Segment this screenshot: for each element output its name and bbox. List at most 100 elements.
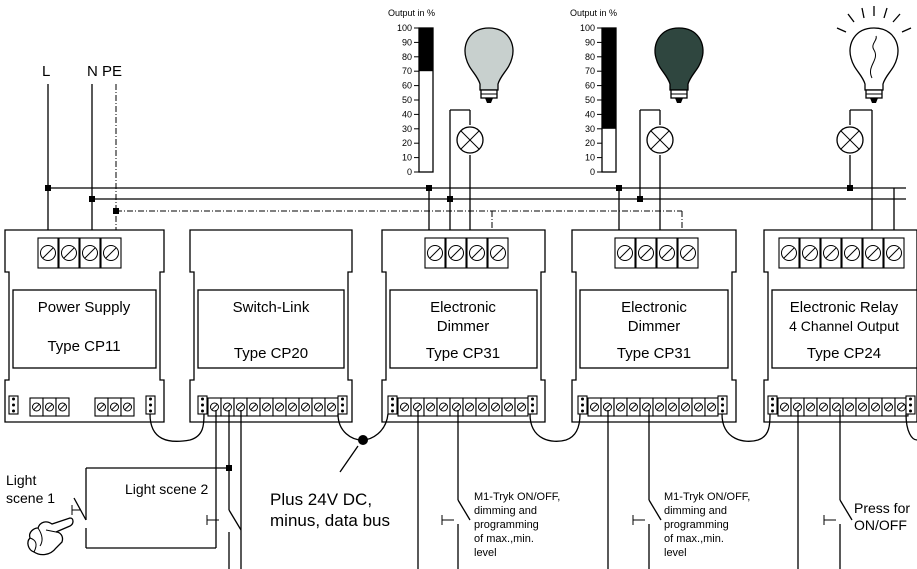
lamp-symbol-icon: [836, 126, 864, 154]
bus-pin: [531, 409, 534, 413]
bus-pin: [149, 397, 152, 401]
terminal-screw-slot: [263, 403, 270, 411]
gauge-title: Output in %: [388, 8, 435, 18]
terminal-screw-slot: [450, 247, 462, 259]
module-relay: Electronic Relay 4 Channel Output Type C…: [763, 229, 917, 423]
gauge-tick-label: 50: [402, 95, 412, 105]
dimmer2-switch-line1: M1-Tryk ON/OFF,: [664, 491, 750, 503]
bus-pin: [721, 397, 724, 401]
bus-pin: [341, 409, 344, 413]
terminal-screw-slot: [783, 247, 795, 259]
gauge-fill: [602, 28, 616, 129]
relay-switch-wiring: [797, 410, 853, 569]
gauge-tick-label: 0: [407, 167, 412, 177]
terminal-screw-slot: [682, 403, 689, 411]
terminal-screw-slot: [224, 403, 231, 411]
gauge-tick-label: 30: [402, 124, 412, 134]
bus-pin: [581, 403, 584, 407]
terminal-screw-slot: [440, 403, 447, 411]
gauge-tick-label: 90: [585, 37, 595, 47]
terminal-screw-slot: [429, 247, 441, 259]
terminal-screw-slot: [453, 403, 460, 411]
dimmer1-switch-line3: programming: [474, 519, 539, 531]
terminal-screw-slot: [669, 403, 676, 411]
bus-pin: [12, 403, 15, 407]
terminal-blocks: [8, 237, 916, 417]
bus-pin: [201, 409, 204, 413]
bus-pin: [391, 409, 394, 413]
data-bus-cable: [149, 413, 917, 473]
bus-pin: [771, 403, 774, 407]
gauge-tick-label: 40: [585, 109, 595, 119]
terminal-screw-slot: [276, 403, 283, 411]
terminal-screw-slot: [781, 403, 788, 411]
bus-pin: [771, 409, 774, 413]
terminal-screw-slot: [63, 247, 75, 259]
terminal-screw-slot: [211, 403, 218, 411]
gauge-tick-label: 10: [402, 153, 412, 163]
bus-label-line1: Plus 24V DC,: [270, 490, 372, 509]
module-type: Type CP24: [807, 345, 881, 362]
relay-switch-line1: Press for: [854, 500, 910, 516]
lamp-symbol-icon: [646, 126, 674, 154]
module-type: Type CP20: [234, 345, 308, 362]
terminal-screw-slot: [846, 247, 858, 259]
module-name-line1: Electronic: [430, 299, 496, 316]
pointing-hand-icon: [27, 517, 74, 556]
module-type: Type CP31: [617, 345, 691, 362]
earth-bus: [115, 84, 682, 230]
bus-pin: [531, 403, 534, 407]
terminal-screw-slot: [302, 403, 309, 411]
dimmer2-switch-line4: of max.,min.: [664, 533, 724, 545]
terminal-screw-slot: [111, 403, 118, 411]
terminal-screw-slot: [466, 403, 473, 411]
module-power-supply: Power Supply Type CP11: [4, 229, 165, 423]
switch-contact-icon: [206, 509, 242, 548]
terminal-screw-slot: [888, 247, 900, 259]
bus-pin: [909, 397, 912, 401]
terminal-screw-slot: [84, 247, 96, 259]
lamp-symbol-icon: [456, 126, 484, 154]
terminal-screw-slot: [695, 403, 702, 411]
terminal-screw-slot: [656, 403, 663, 411]
phase-bus: [47, 84, 906, 230]
terminal-screw-slot: [867, 247, 879, 259]
module-name-line2: Dimmer: [628, 318, 681, 335]
bus-pin: [721, 403, 724, 407]
terminal-screw-slot: [604, 403, 611, 411]
bus-pin: [201, 397, 204, 401]
gauge-tick-label: 60: [585, 81, 595, 91]
label-l: L: [42, 63, 50, 80]
terminal-screw-slot: [98, 403, 105, 411]
module-name-line1: Electronic: [621, 299, 687, 316]
gauge-tick-label: 60: [402, 81, 412, 91]
terminal-screw-slot: [492, 403, 499, 411]
gauge-tick-label: 90: [402, 37, 412, 47]
terminal-screw-slot: [885, 403, 892, 411]
terminal-screw-slot: [315, 403, 322, 411]
gauge-tick-label: 80: [402, 52, 412, 62]
terminal-screw-slot: [898, 403, 905, 411]
terminal-screw-slot: [661, 247, 673, 259]
terminal-screw-slot: [617, 403, 624, 411]
gauge-tick-label: 80: [585, 52, 595, 62]
terminal-screw-slot: [414, 403, 421, 411]
bus-pin: [771, 397, 774, 401]
terminal-screw-slot: [825, 247, 837, 259]
terminal-screw-slot: [591, 403, 598, 411]
output-gauge-1: Output in %: [388, 8, 435, 173]
bus-pin: [391, 403, 394, 407]
terminal-screw-slot: [105, 247, 117, 259]
bus-label-line2: minus, data bus: [270, 511, 390, 530]
bus-pin: [201, 403, 204, 407]
gauge-tick-label: 100: [397, 23, 412, 33]
terminal-screw-slot: [124, 403, 131, 411]
dimmer1-switch-line1: M1-Tryk ON/OFF,: [474, 491, 560, 503]
terminal-screw-slot: [471, 247, 483, 259]
terminal-screw-slot: [479, 403, 486, 411]
gauge-title: Output in %: [570, 8, 617, 18]
terminal-screw-slot: [833, 403, 840, 411]
scene-wiring: [85, 410, 242, 569]
